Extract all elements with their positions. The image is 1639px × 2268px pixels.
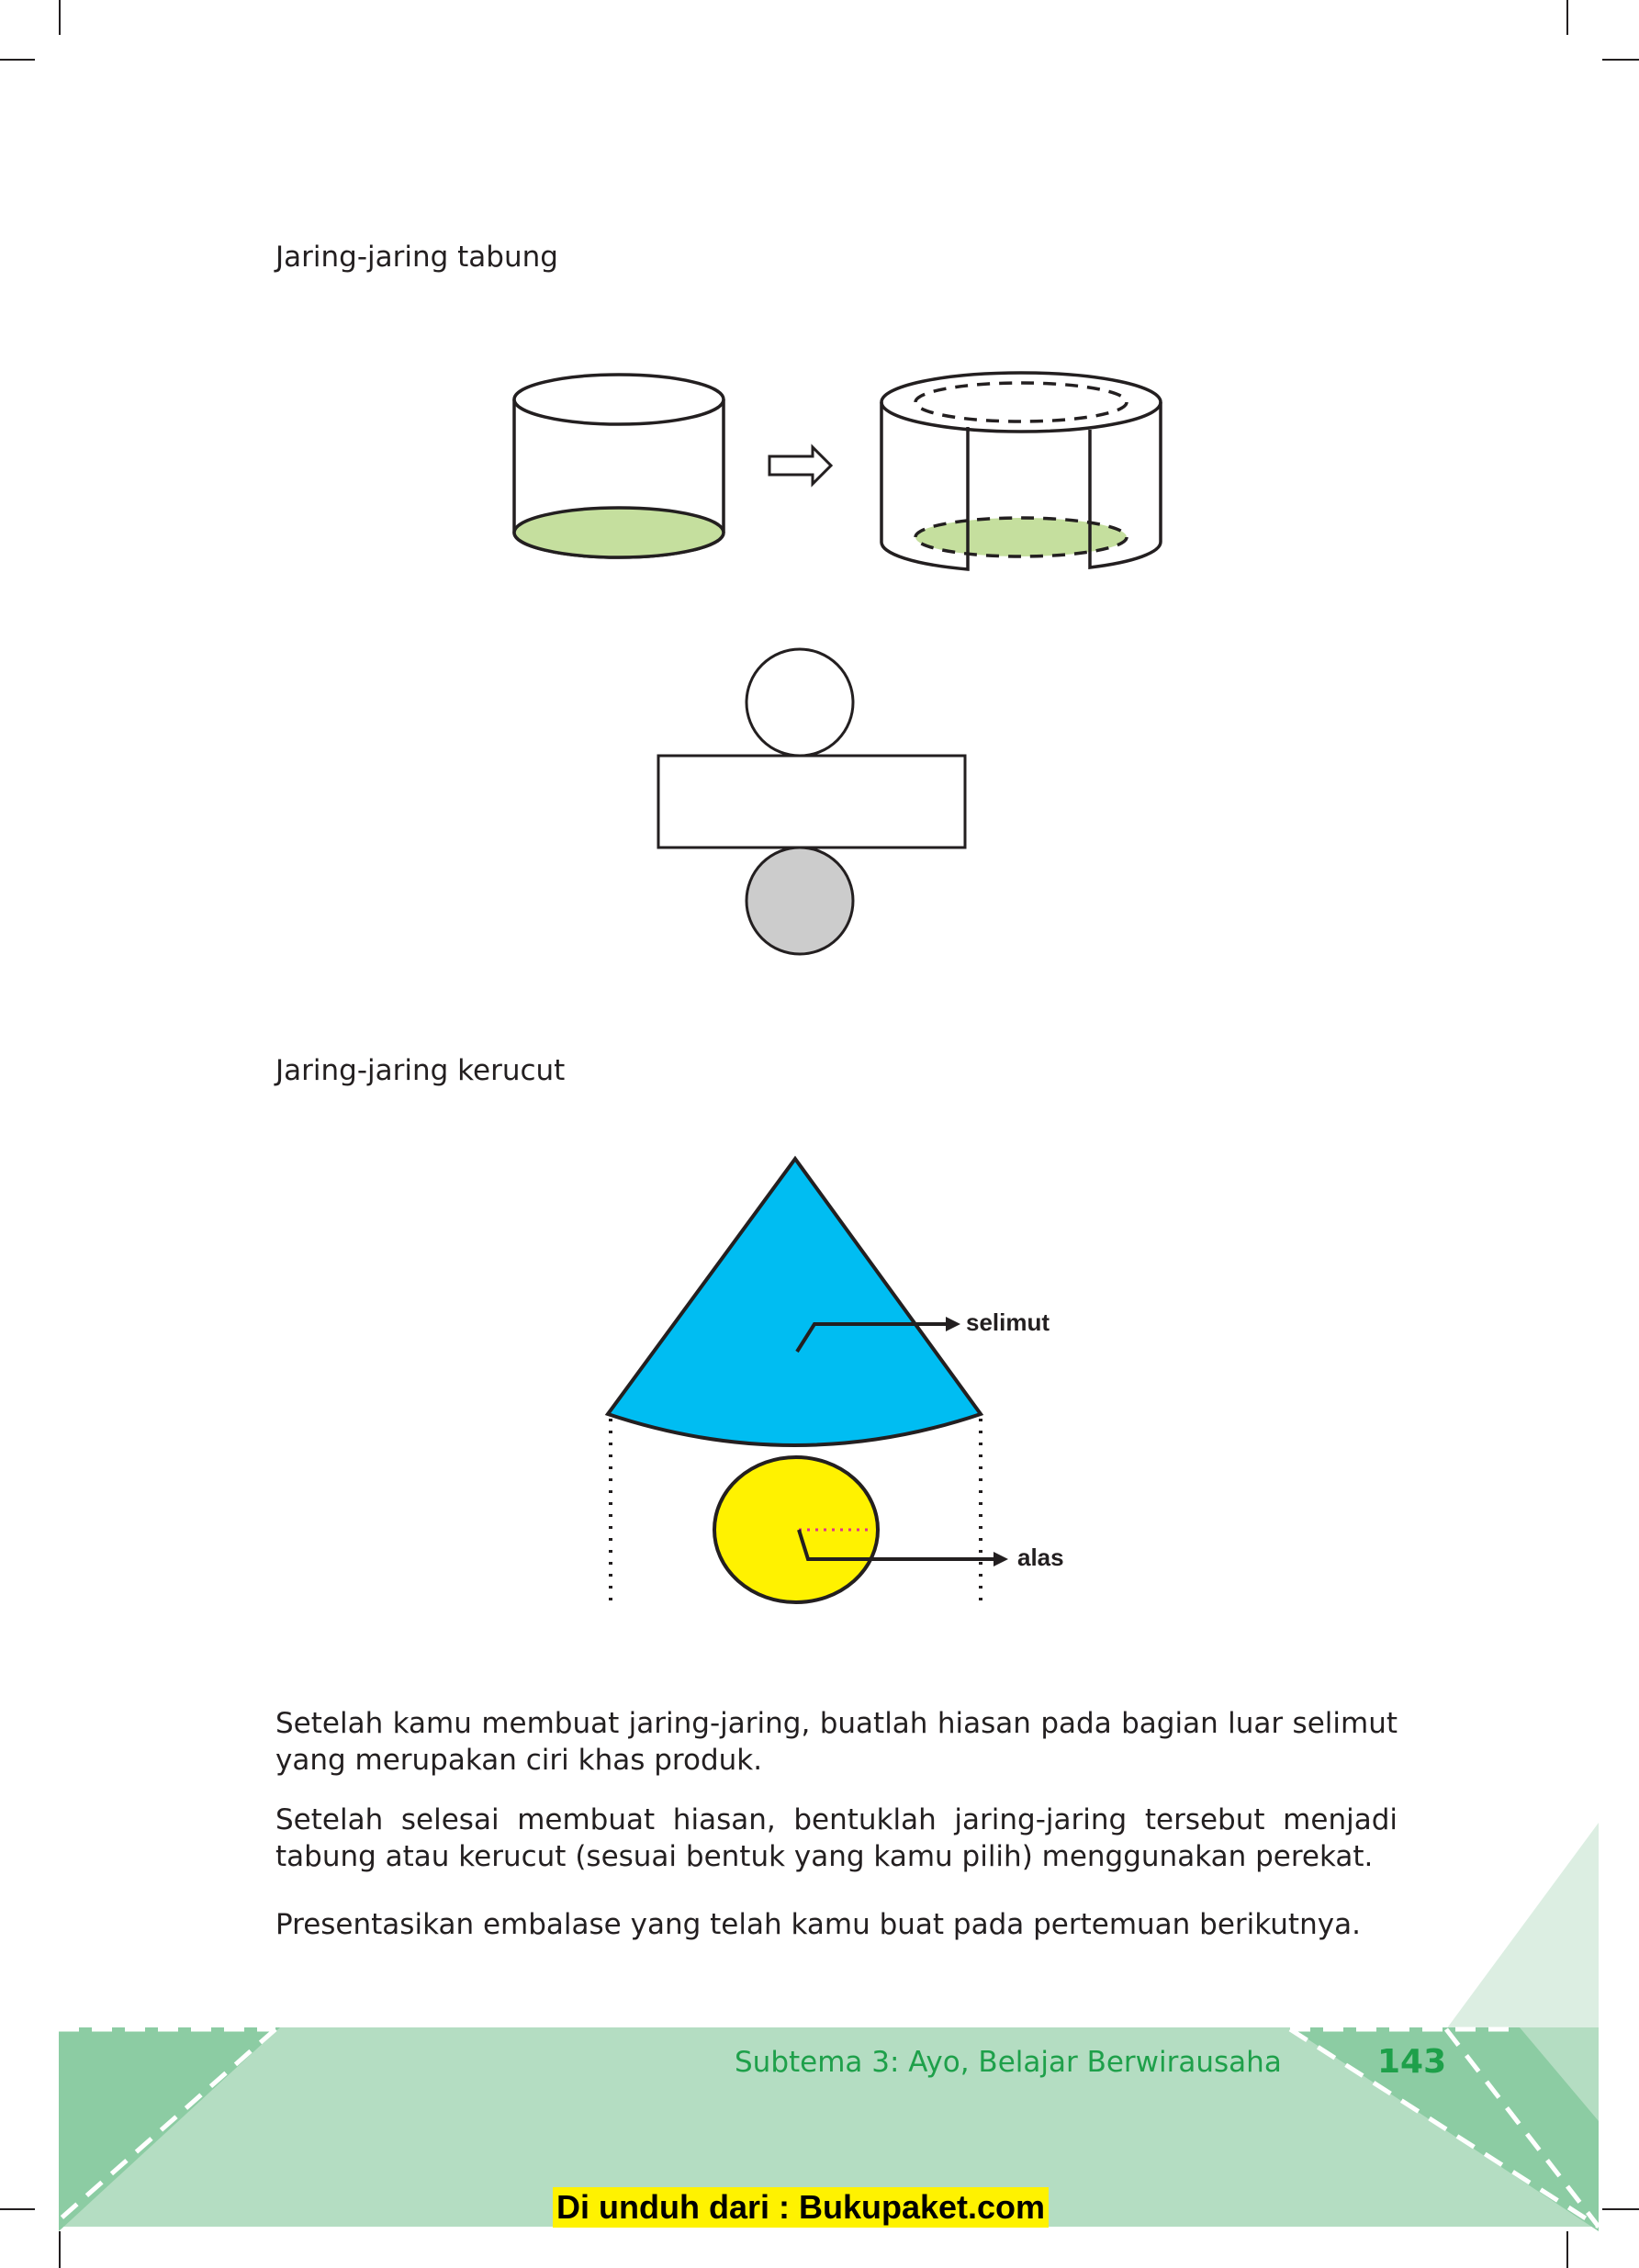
cone-net (604, 1155, 1008, 1607)
paragraph-2: Setelah selesai membuat hiasan, bentukla… (275, 1803, 1398, 1873)
crop-mark (0, 59, 35, 61)
cylinder-opening (880, 371, 1162, 571)
footer-decoration (57, 1823, 1600, 2231)
page-number: 143 (1377, 2043, 1447, 2081)
crop-mark (0, 2208, 35, 2210)
crop-mark (1566, 0, 1568, 35)
crop-mark (59, 2231, 61, 2268)
crop-mark (1602, 59, 1639, 61)
cylinder-net (657, 647, 967, 956)
crop-mark (1566, 2231, 1568, 2268)
crop-mark (59, 0, 61, 35)
heading-jaring-tabung: Jaring-jaring tabung (275, 241, 558, 274)
download-note: Di unduh dari : Bukupaket.com (553, 2187, 1050, 2228)
heading-jaring-kerucut: Jaring-jaring kerucut (275, 1054, 566, 1087)
label-alas: alas (1017, 1544, 1064, 1571)
footer-subtema: Subtema 3: Ayo, Belajar Berwirausaha (735, 2046, 1282, 2079)
right-arrow-icon (768, 443, 834, 488)
crop-mark (1602, 2208, 1639, 2210)
paragraph-3: Presentasikan embalase yang telah kamu b… (275, 1908, 1361, 1941)
cylinder-closed (512, 373, 725, 559)
paragraph-1: Setelah kamu membuat jaring-jaring, buat… (275, 1707, 1398, 1777)
label-selimut: selimut (966, 1308, 1050, 1336)
